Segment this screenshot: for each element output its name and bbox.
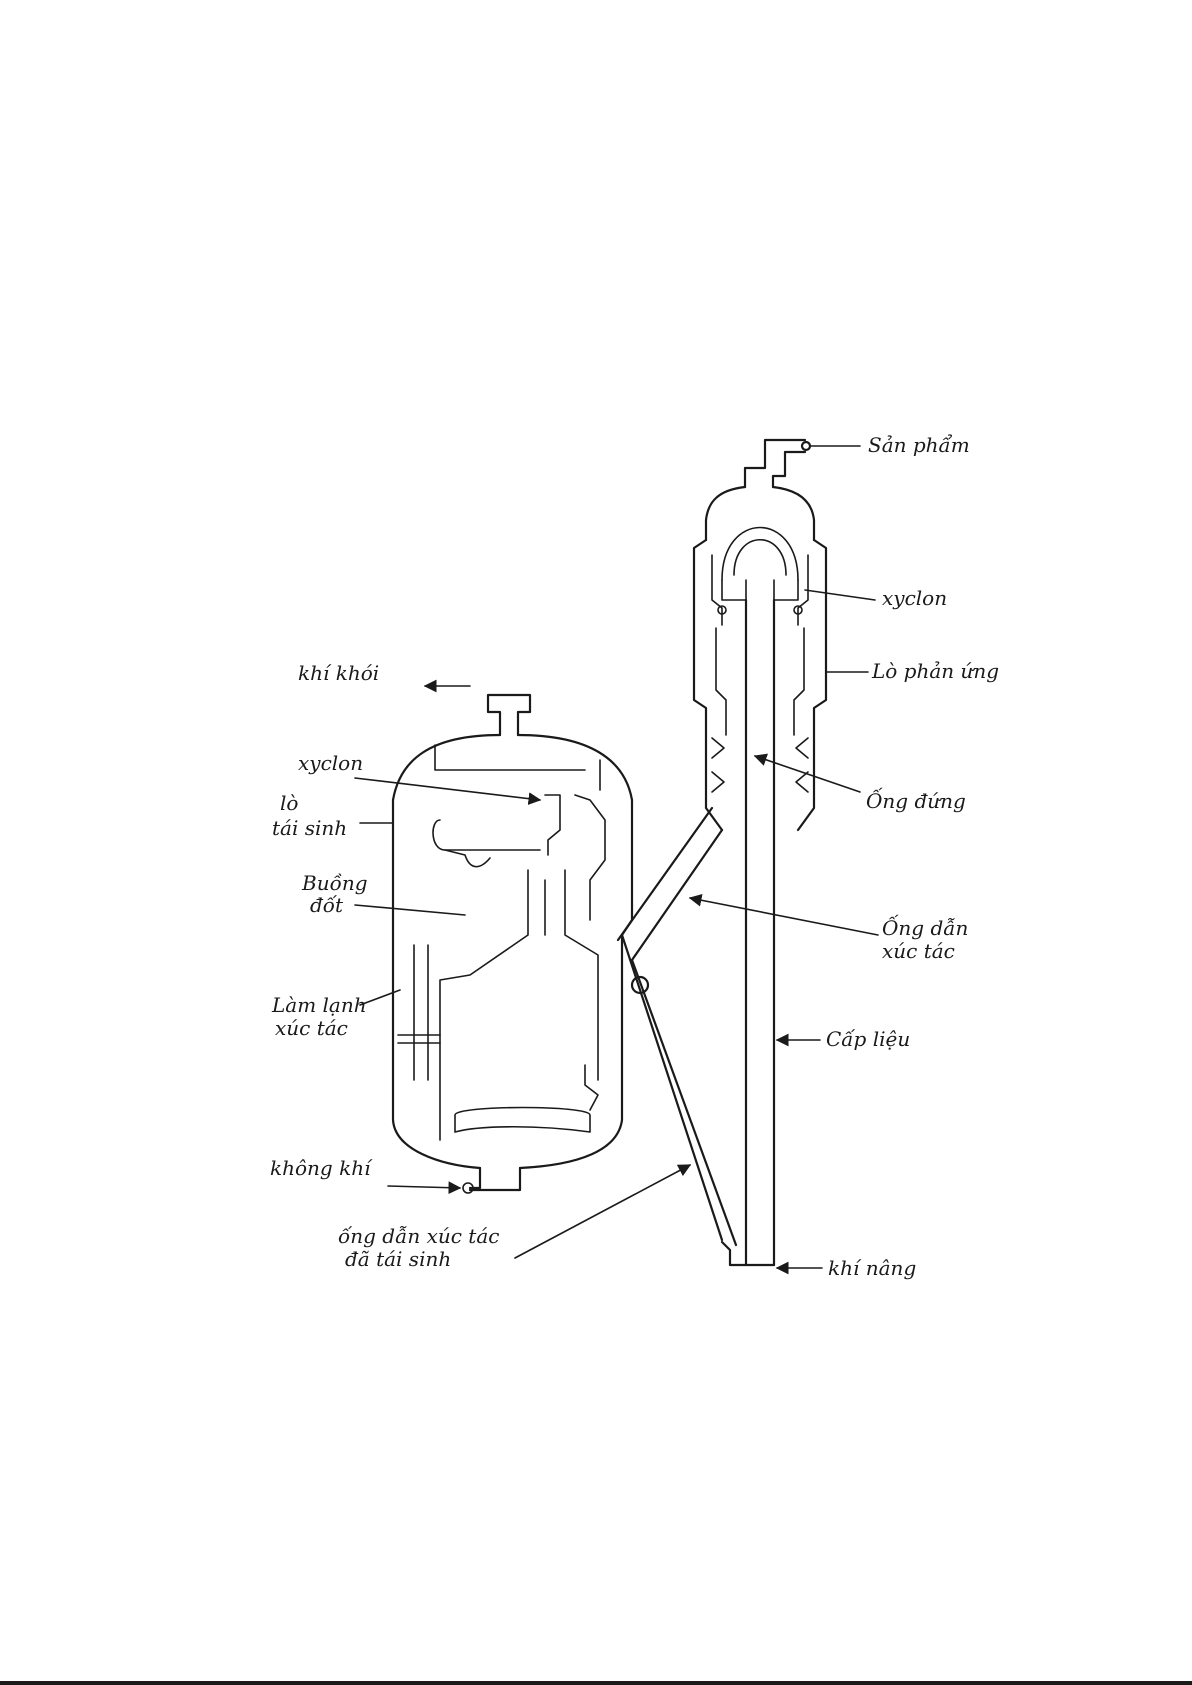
label-ong-dan-xuc-tac-line1: Ống dẫn bbox=[882, 913, 968, 940]
label-khi-khoi: khí khói bbox=[298, 661, 379, 685]
label-khi-nang: khí nâng bbox=[828, 1256, 916, 1280]
label-xyclon-reactor: xyclon bbox=[882, 586, 947, 610]
label-khong-khi: không khí bbox=[270, 1156, 373, 1180]
label-lam-lanh-line1: Làm lạnh bbox=[271, 993, 367, 1017]
leader-lines bbox=[355, 446, 878, 1268]
label-cap-lieu: Cấp liệu bbox=[826, 1027, 910, 1051]
label-ong-dan-tai-sinh-line2: đã tái sinh bbox=[345, 1247, 451, 1271]
label-san-pham: Sản phẩm bbox=[868, 433, 970, 457]
label-lo-tai-sinh-line1: lò bbox=[280, 791, 298, 815]
label-ong-dan-tai-sinh-line1: ống dẫn xúc tác bbox=[338, 1224, 499, 1248]
reactor-vessel bbox=[694, 440, 826, 1265]
label-ong-dung: Ống đứng bbox=[866, 786, 966, 813]
label-xyclon-regenerator: xyclon bbox=[298, 751, 363, 775]
product-outlet-flange bbox=[802, 442, 810, 450]
regenerator-vessel bbox=[393, 695, 632, 1193]
label-ong-dan-xuc-tac-line2: xúc tác bbox=[882, 939, 955, 963]
scan-border bbox=[0, 1681, 1192, 1685]
label-lo-tai-sinh-line2: tái sinh bbox=[272, 816, 347, 840]
label-lo-phan-ung: Lò phản ứng bbox=[871, 659, 999, 683]
label-buong-dot-line2: đốt bbox=[310, 893, 344, 917]
transfer-lines bbox=[618, 808, 736, 1245]
label-lam-lanh-line2: xúc tác bbox=[275, 1016, 348, 1040]
label-buong-dot-line1: Buồng bbox=[301, 871, 368, 895]
